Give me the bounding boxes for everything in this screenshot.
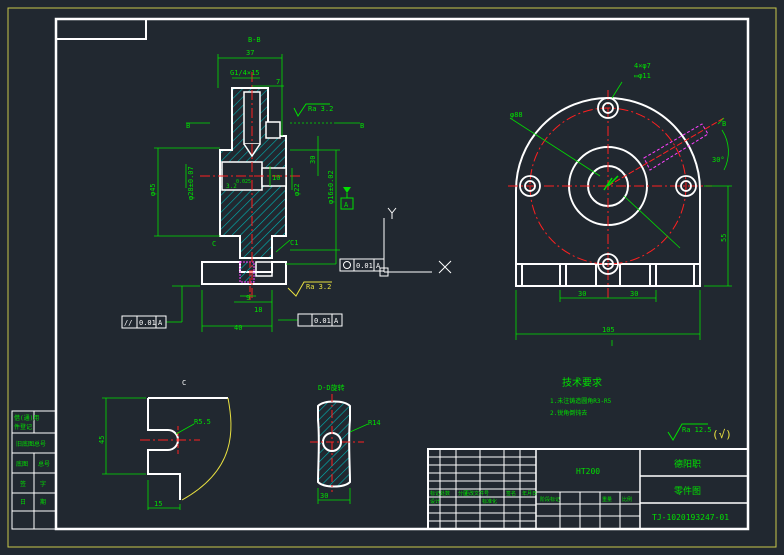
tolerance-frame-bottom	[297, 313, 343, 327]
title-col-4: 签名	[506, 490, 516, 497]
tolerance-frame-left	[121, 315, 167, 329]
front-view	[508, 90, 725, 300]
side-r4a: 签	[20, 480, 26, 488]
title-col-3: 更改文件号	[464, 490, 489, 497]
dim-7: 7	[276, 78, 280, 86]
section-dd-dimensions	[317, 423, 369, 504]
drawing-border	[54, 17, 750, 531]
surface-finish-symbol	[667, 423, 708, 441]
tol-bottom-value: 0.01	[314, 317, 331, 325]
dim-phi22: φ22	[293, 183, 301, 196]
roughness-bottom-label: Ra 3.2	[306, 283, 331, 291]
dim-phi28: φ28±0.07	[187, 166, 195, 200]
view-c	[140, 397, 232, 501]
holes-note: 4×φ7	[634, 62, 651, 70]
tol-middle-value: 0.01	[356, 262, 373, 270]
ucs-axis-icon	[379, 207, 452, 277]
outer-trim-frame	[7, 7, 777, 548]
side-r1a: 借(通)用	[14, 414, 39, 422]
dim-55: 55	[720, 234, 728, 242]
side-table	[11, 410, 57, 530]
dim-30-left: 30	[578, 290, 586, 298]
tech-req-item-2: 2.锐角倒钝去	[550, 409, 587, 417]
datum-a-marker: A	[340, 187, 354, 210]
side-r2: 旧底图总号	[16, 440, 46, 448]
section-dd-radius: R14	[368, 419, 381, 427]
holes-note-2: ▭φ11	[634, 72, 651, 80]
side-r5b: 期	[40, 498, 46, 506]
view-c-radius: R5.5	[194, 418, 211, 426]
view-c-dimensions	[102, 397, 195, 510]
corner-box	[55, 18, 147, 40]
tol-bottom-ref: A	[334, 317, 339, 325]
tol-left-value: 0.01	[139, 319, 156, 327]
title-block	[427, 448, 749, 530]
section-dd-title: D-D旋转	[318, 383, 345, 392]
title-part-name: 零件图	[674, 485, 701, 497]
section-dd-dim-30: 30	[320, 492, 328, 500]
section-dd-view	[310, 394, 364, 492]
chamfer-c1: C1	[290, 239, 298, 247]
dim-18: 18	[254, 306, 262, 314]
surface-finish-ra: Ra 12.5	[682, 426, 712, 434]
section-bb-dimensions	[154, 54, 360, 332]
title-row-weight: 重量	[602, 496, 612, 503]
title-row-stage: 阶段标记	[540, 496, 560, 503]
title-col-1: 标记处数	[430, 490, 450, 497]
dim-37: 37	[246, 49, 254, 57]
side-r3a: 底图	[16, 460, 28, 468]
view-c-dim-45: 45	[98, 436, 106, 444]
tol-middle-ref: A	[376, 262, 381, 270]
dim-9: 9	[246, 294, 250, 302]
section-bb-view	[200, 72, 300, 300]
side-r5a: 日	[20, 499, 26, 506]
dim-30-vertical: 30	[309, 156, 317, 164]
side-r4b: 字	[40, 480, 46, 488]
tol-left-ref: A	[158, 319, 163, 327]
roughness-symbol-bottom	[287, 281, 332, 297]
side-r1b: 件登记	[14, 423, 32, 431]
datum-a-label: A	[344, 201, 349, 209]
tech-req-item-1: 1.未注铸造圆角R3-R5	[550, 397, 612, 405]
front-view-dimensions	[509, 81, 732, 346]
dim-10: 10	[272, 174, 280, 182]
dim-30-right: 30	[630, 290, 638, 298]
dim-3-2: 3.2	[226, 183, 237, 190]
title-row-design: 设计	[430, 498, 440, 505]
title-row-std: 标准化	[482, 498, 497, 505]
ucs-y-label: Y	[388, 216, 389, 218]
surface-finish-check: (√)	[712, 428, 732, 441]
dim-phi45: φ45	[149, 183, 157, 196]
cut-mark-left: B	[186, 122, 190, 130]
tol-left-symbol: //	[124, 319, 132, 327]
title-row-scale: 比例	[622, 496, 632, 503]
section-bb-title: B-B	[248, 36, 261, 44]
view-c-title: C	[182, 379, 186, 387]
cut-mark-right: B	[360, 122, 364, 130]
dim-40: 40	[234, 324, 242, 332]
dim-phi88: φ88	[510, 111, 523, 119]
tech-req-title: 技术要求	[562, 376, 602, 389]
title-col-2: 分区	[458, 490, 468, 497]
title-material: HT200	[576, 467, 600, 476]
dim-105: 105	[602, 326, 615, 334]
title-school: 德阳职	[674, 458, 701, 470]
roughness-symbol-top	[293, 103, 330, 117]
side-r3b: 总号	[38, 460, 50, 468]
angle-30: 30°	[712, 156, 725, 164]
thread-note: G1/4×15	[230, 69, 260, 77]
front-mark-b: B	[722, 120, 726, 128]
view-c-mark: C	[212, 240, 216, 248]
dim-0-025: 0.025	[236, 179, 251, 185]
title-drawing-no: TJ-1020193247-01	[652, 513, 729, 522]
title-col-5: 年月日	[522, 490, 537, 497]
dim-phi16: φ16±0.02	[327, 170, 335, 204]
roughness-top-label: Ra 3.2	[308, 105, 333, 113]
view-c-dim-15: 15	[154, 500, 162, 508]
